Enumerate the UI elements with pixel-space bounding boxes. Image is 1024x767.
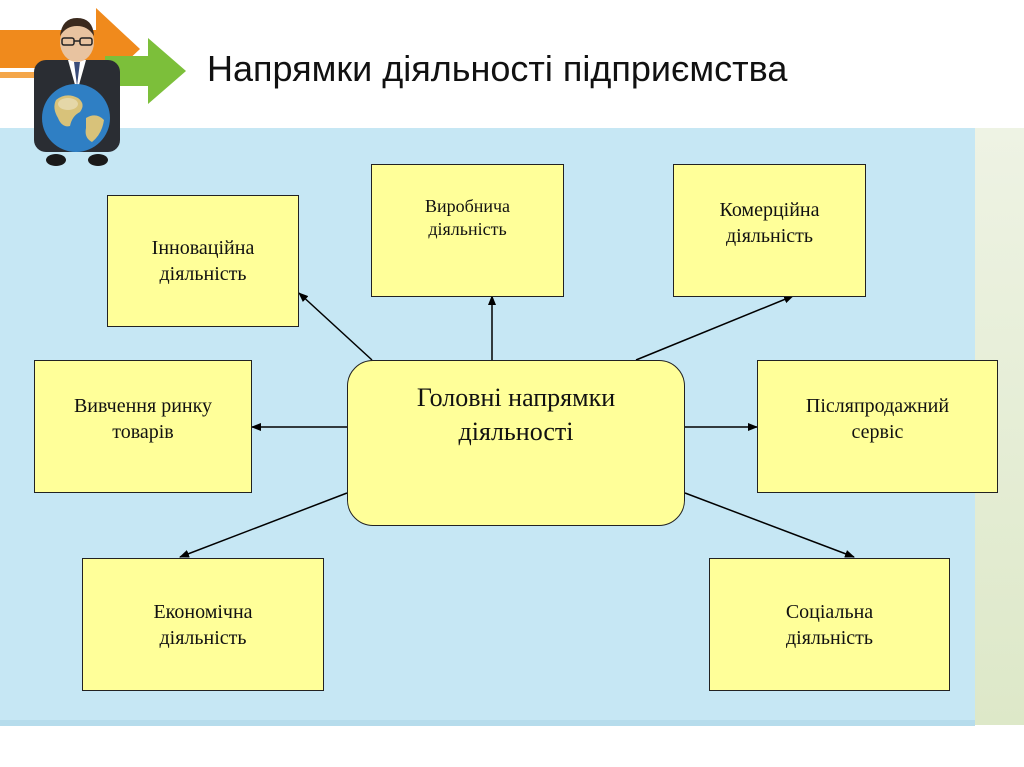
page-title: Напрямки діяльності підприємства xyxy=(207,48,788,89)
node-economic-line1: Економічна xyxy=(153,600,253,623)
node-after-sales-line1: Післяпродажний xyxy=(805,395,950,417)
header-illustration xyxy=(0,8,186,166)
panel-bottom-stripe xyxy=(0,720,975,726)
node-innovation: Інноваційна діяльність xyxy=(107,195,299,327)
arrow-to-economic xyxy=(179,492,348,558)
central-node: Головні напрямки діяльності xyxy=(347,360,685,526)
arrow-to-commercial xyxy=(635,295,794,361)
node-social-line1: Соціальна xyxy=(785,600,874,623)
node-economic: Економічна діяльність xyxy=(82,558,324,691)
node-production: Виробнича діяльність xyxy=(371,164,564,297)
node-commercial: Комерційна діяльність xyxy=(673,164,866,297)
central-node-line1: Головні напрямки xyxy=(416,383,616,412)
arrow-to-social xyxy=(684,492,855,558)
arrow-to-innovation xyxy=(298,292,373,361)
node-market-research: Вивчення ринку товарів xyxy=(34,360,252,493)
node-market-line1: Вивчення ринку xyxy=(73,395,213,417)
node-social: Соціальна діяльність xyxy=(709,558,950,691)
node-innovation-line2: діяльність xyxy=(159,263,247,285)
node-commercial-line2: діяльність xyxy=(725,225,813,247)
node-production-line2: діяльність xyxy=(428,219,507,240)
globe-icon xyxy=(42,84,110,152)
node-commercial-line1: Комерційна xyxy=(719,199,820,221)
node-social-line2: діяльність xyxy=(785,626,874,649)
node-innovation-line1: Інноваційна xyxy=(151,237,255,259)
node-after-sales-service: Післяпродажний сервіс xyxy=(757,360,998,493)
node-economic-line2: діяльність xyxy=(159,626,247,649)
node-market-line2: товарів xyxy=(112,421,174,443)
node-production-line1: Виробнича xyxy=(424,196,511,216)
node-after-sales-line2: сервіс xyxy=(851,421,904,443)
central-node-line2: діяльності xyxy=(458,416,574,446)
